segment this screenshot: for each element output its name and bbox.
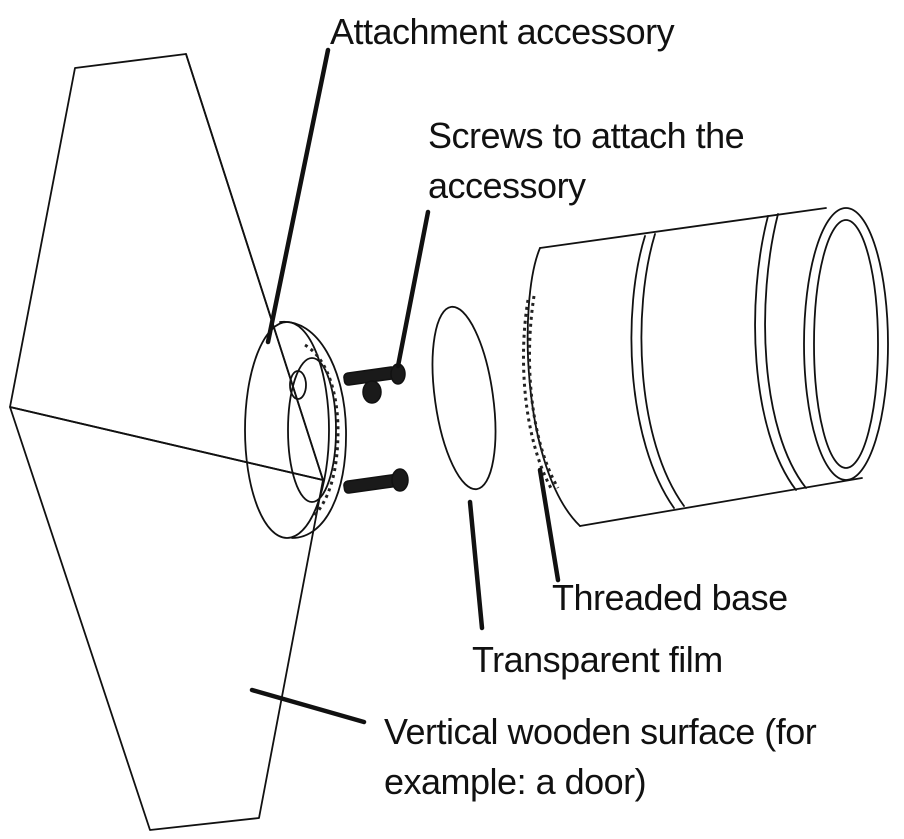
label-screws-line2: accessory [428,165,586,206]
screw-upper [343,363,406,404]
board-edge-face [9,406,324,831]
transparent-film [431,305,497,491]
leader-transparent-film [467,499,485,631]
cylinder-ring-2b [764,213,807,489]
accessory-side [279,321,347,539]
screw-lower [343,468,409,494]
cylinder-ring-2a [754,215,797,491]
board-front-face [9,53,324,481]
wooden-surface [9,53,324,831]
threaded-base [522,299,554,491]
label-transparent-film: Transparent film [472,639,723,680]
cylinder-bottom-line [579,477,863,527]
leader-threaded-base [537,467,561,583]
label-threaded-base: Threaded base [552,577,788,618]
cylinder-back-edge [526,247,581,527]
cylinder-front-rim [813,219,879,469]
accessory-inner-ring [287,357,337,503]
leader-screws [395,209,431,369]
attachment-accessory [244,321,347,539]
screws [343,363,409,494]
cylinder-ring-1b [640,233,685,507]
cylinder-front-opening [803,207,889,481]
label-surface-line1: Vertical wooden surface (for [384,711,817,752]
cylinder-top-line [539,207,827,249]
leader-wooden-surface [249,687,367,725]
label-attachment-accessory: Attachment accessory [330,11,675,52]
cylinder-housing [522,207,889,527]
accessory-hole [289,370,307,400]
board-top-edge [185,53,324,481]
leader-attachment-accessory [265,47,331,345]
threaded-base-inner [528,295,560,489]
leader-lines [249,47,561,725]
label-surface-line2: example: a door) [384,761,646,802]
label-screws-line1: Screws to attach the [428,115,744,156]
cylinder-ring-1a [630,235,675,509]
